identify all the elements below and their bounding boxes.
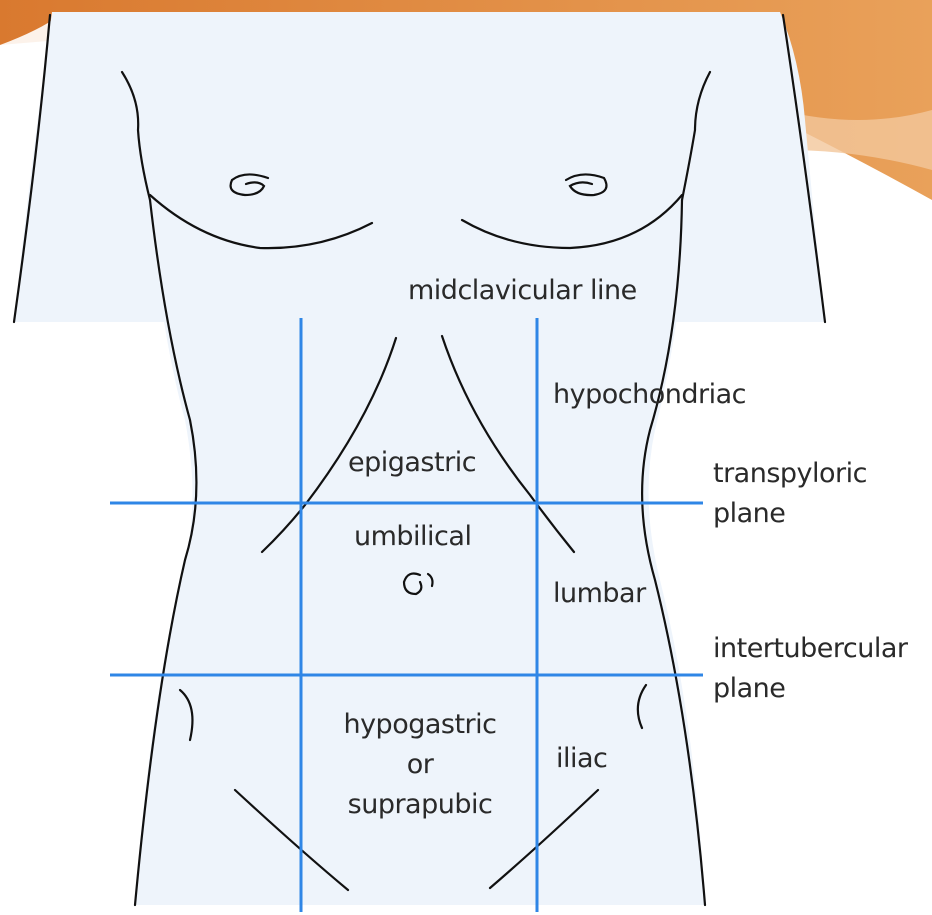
umbilical-label: umbilical: [354, 518, 471, 556]
iliac-label: iliac: [556, 740, 607, 778]
lumbar-label: lumbar: [553, 575, 646, 613]
epigastric-label: epigastric: [348, 444, 476, 482]
transpyloric-label-line2: plane: [713, 495, 785, 533]
midclavicular-line-label: midclavicular line: [408, 272, 637, 310]
transpyloric-label-line1: transpyloric: [713, 455, 867, 493]
intertubercular-label-line2: plane: [713, 670, 785, 708]
hypogastric-label-line3: suprapubic: [320, 786, 520, 824]
hypogastric-label-line1: hypogastric: [320, 706, 520, 744]
intertubercular-label-line1: intertubercular: [713, 630, 907, 668]
hypochondriac-label: hypochondriac: [553, 376, 746, 414]
hypogastric-label-line2: or: [320, 746, 520, 784]
